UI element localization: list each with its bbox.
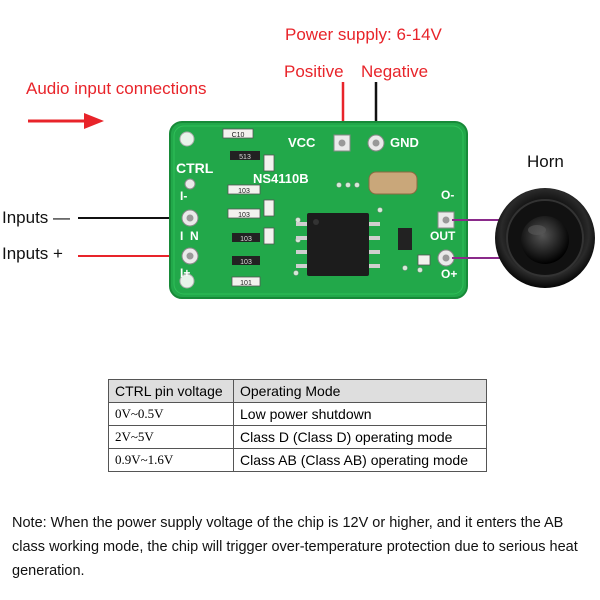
mode-cell: Class D (Class D) operating mode (233, 425, 487, 449)
column-header: Operating Mode (233, 379, 487, 403)
horn-label: Horn (527, 152, 564, 171)
in-i-silkscreen: I (180, 229, 183, 243)
input-plus-pad (181, 247, 199, 265)
gnd-silkscreen: GND (390, 135, 419, 150)
voltage-cell: 0.9V~1.6V (108, 448, 234, 472)
audio-input-arrow (28, 113, 104, 129)
audio-input-label: Audio input connections (26, 79, 207, 98)
smd-components: C10 513 103 103 103 103 101 (222, 128, 275, 287)
out-silkscreen: OUT (430, 229, 456, 243)
table-row: 0V~0.5V Low power shutdown (108, 402, 487, 426)
inputs-minus-label: Inputs — (2, 208, 71, 227)
output-plus-pad (437, 249, 455, 267)
mode-cell: Class AB (Class AB) operating mode (233, 448, 487, 472)
output-minus-pad (437, 211, 455, 229)
component-label: 103 (238, 188, 250, 195)
gnd-pad (367, 134, 385, 152)
component-label: 101 (240, 280, 252, 287)
out-o-minus-silkscreen: O- (441, 188, 454, 202)
ctrl-pad (184, 178, 196, 190)
inputs-plus-label: Inputs + (2, 244, 63, 263)
ctrl-silkscreen: CTRL (176, 160, 214, 176)
out-o-plus-silkscreen: O+ (441, 267, 457, 281)
capacitor (368, 171, 418, 195)
power-supply-label: Power supply: 6-14V (285, 25, 442, 44)
voltage-cell: 0V~0.5V (108, 402, 234, 426)
amplifier-chip (296, 213, 380, 276)
horn-speaker (495, 188, 595, 288)
chip-silkscreen: NS4110B (253, 171, 309, 186)
vcc-silkscreen: VCC (288, 135, 316, 150)
module-diagram: C10 513 103 103 103 103 101 (28, 82, 595, 299)
component-label: 103 (240, 259, 252, 266)
pin-i-minus-silkscreen: I- (180, 189, 187, 203)
component-label: C10 (232, 132, 245, 139)
overheat-note: Note: When the power supply voltage of t… (12, 515, 578, 579)
pcb-board: C10 513 103 103 103 103 101 (169, 121, 468, 299)
pin-i-plus-silkscreen: I+ (180, 266, 190, 280)
component-label: 103 (238, 212, 250, 219)
positive-label: Positive (284, 62, 344, 81)
table-row: 0.9V~1.6V Class AB (Class AB) operating … (108, 448, 487, 472)
in-n-silkscreen: N (190, 229, 199, 243)
negative-label: Negative (361, 62, 429, 81)
component-label: 513 (239, 154, 251, 161)
vcc-pad (333, 134, 351, 152)
table-row: 2V~5V Class D (Class D) operating mode (108, 425, 487, 449)
input-minus-pad (181, 209, 199, 227)
voltage-cell: 2V~5V (108, 425, 234, 449)
component-label: 103 (240, 236, 252, 243)
operating-mode-table: CTRL pin voltage Operating Mode 0V~0.5V … (108, 379, 487, 472)
table-header-row: CTRL pin voltage Operating Mode (108, 379, 487, 403)
mode-cell: Low power shutdown (233, 402, 487, 426)
column-header: CTRL pin voltage (108, 379, 234, 403)
